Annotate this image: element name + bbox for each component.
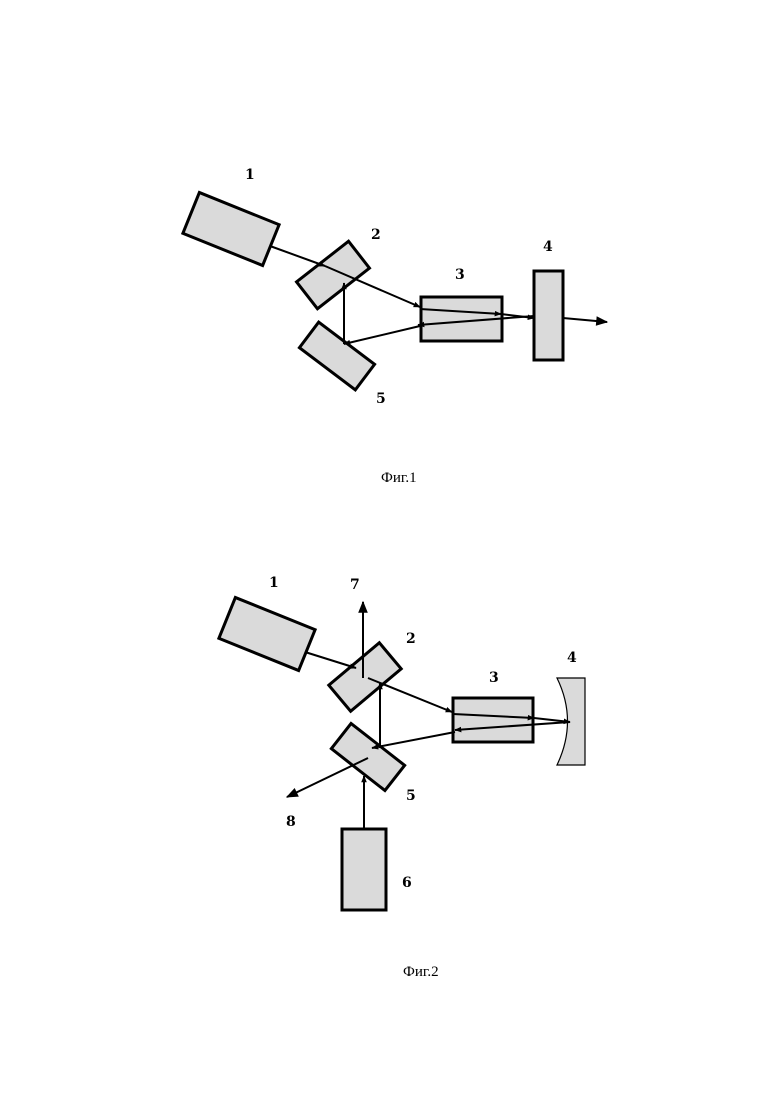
- fig1-label-4: 4: [543, 239, 553, 255]
- fig1-ray-to-reflector: [344, 326, 420, 344]
- figure-1: 1 2 3 4 5 Фиг.1: [183, 167, 607, 486]
- fig2-output-beam-8: [287, 758, 368, 797]
- fig1-caption: Фиг.1: [381, 470, 417, 486]
- fig1-output-beam: [563, 318, 607, 322]
- fig2-label-1: 1: [269, 575, 279, 591]
- fig1-label-3: 3: [455, 267, 465, 283]
- fig2-mirror-block: [329, 643, 401, 711]
- fig2-label-4: 4: [567, 650, 577, 666]
- fig1-source-block: [183, 192, 279, 265]
- fig1-ray-source-to-mirror: [270, 246, 325, 266]
- fig2-splitter-block: [331, 723, 404, 790]
- fig2-label-2: 2: [406, 631, 416, 647]
- fig2-label-8: 8: [286, 814, 296, 830]
- fig1-label-2: 2: [371, 227, 381, 243]
- fig1-label-1: 1: [245, 167, 255, 183]
- fig2-pump-block: [342, 829, 386, 910]
- fig2-label-7: 7: [350, 577, 360, 593]
- fig1-output-mirror: [534, 271, 563, 360]
- fig2-label-3: 3: [489, 670, 499, 686]
- fig2-medium-block: [453, 698, 533, 742]
- fig2-source-block: [219, 597, 315, 670]
- fig2-ray-source-to-mirror: [305, 652, 356, 668]
- fig1-label-5: 5: [376, 391, 386, 407]
- fig1-mirror-block: [297, 241, 370, 308]
- fig1-reflector-block: [299, 322, 374, 390]
- fig2-caption: Фиг.2: [403, 964, 439, 980]
- fig2-ray-to-splitter: [372, 732, 455, 748]
- fig2-label-5: 5: [406, 788, 416, 804]
- fig2-label-6: 6: [402, 875, 412, 891]
- figure-2: 1 2 3 4 5 6 7 8 Фиг.2: [219, 575, 585, 980]
